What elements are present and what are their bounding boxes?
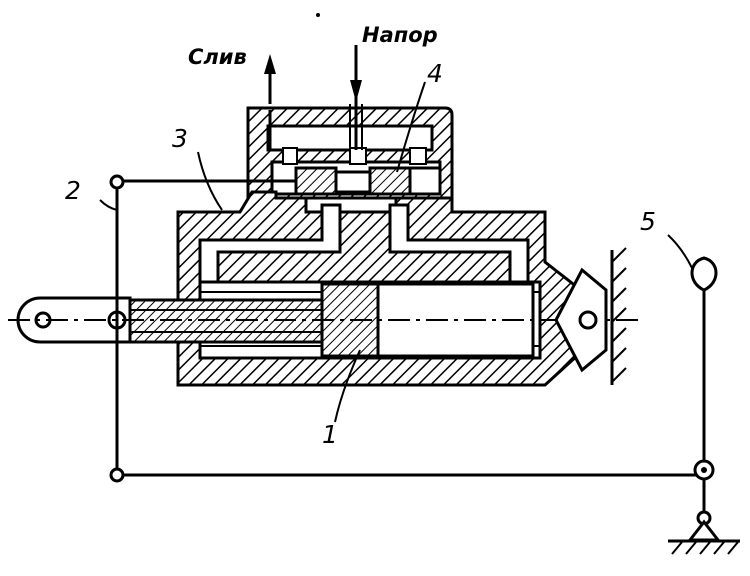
callout-1: 1 bbox=[322, 420, 338, 449]
callout-2: 2 bbox=[65, 176, 81, 205]
ground-pivot bbox=[668, 510, 740, 555]
drain-port bbox=[264, 54, 276, 150]
lever-joint-top bbox=[109, 174, 125, 190]
lever-joint-bottom bbox=[109, 467, 125, 483]
callout-4: 4 bbox=[427, 59, 443, 88]
pressure-arrow-icon bbox=[350, 80, 362, 102]
callout-3: 3 bbox=[172, 124, 188, 153]
pressure-port bbox=[349, 45, 363, 150]
drain-arrow-icon bbox=[264, 54, 276, 74]
wall-anchor bbox=[554, 247, 627, 385]
control-spool bbox=[120, 166, 442, 196]
leader-lines bbox=[99, 81, 693, 423]
callout-5: 5 bbox=[640, 207, 656, 236]
pressure-label: Напор bbox=[362, 23, 438, 47]
drain-label: Слив bbox=[188, 45, 247, 69]
control-handle bbox=[690, 256, 718, 292]
speck bbox=[316, 13, 320, 17]
